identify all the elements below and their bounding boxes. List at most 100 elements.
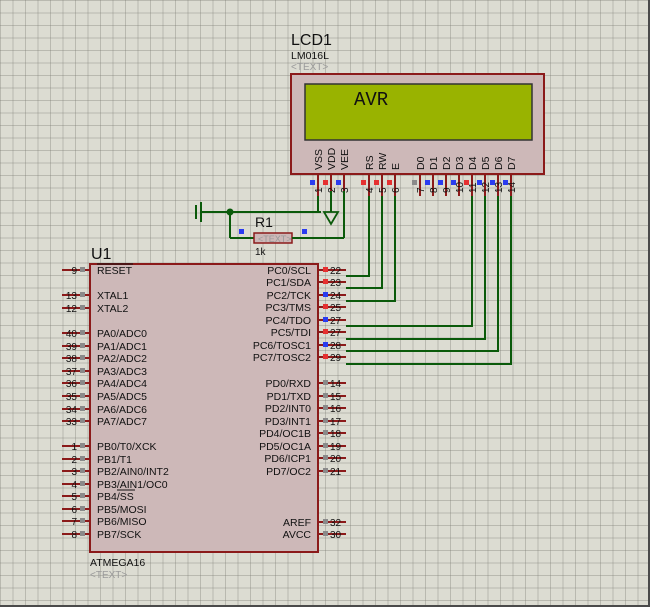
mcu-right-pin-marker <box>323 443 328 448</box>
mcu-left-pin-name: PB5/MOSI <box>97 504 147 516</box>
mcu-left-pin-marker <box>80 267 85 272</box>
mcu-left-pin-marker <box>80 493 85 498</box>
mcu-left-pin-marker <box>80 418 85 423</box>
lcd-pin-marker <box>374 180 379 185</box>
mcu-left-pin-name: XTAL1 <box>97 290 128 302</box>
mcu-left-pin-marker <box>80 506 85 511</box>
mcu-right-pin-marker <box>323 455 328 460</box>
resistor-r1[interactable]: R1 <TEXT> 1k <box>230 191 345 258</box>
mcu-right-pin-marker <box>323 405 328 410</box>
mcu-left-pin-number: 6 <box>71 505 77 516</box>
power-net <box>195 191 340 238</box>
mcu-left-pin-name: PA2/ADC2 <box>97 353 147 365</box>
mcu-left-pin-marker <box>80 531 85 536</box>
lcd-pin-number: 4 <box>365 187 376 193</box>
mcu-right-pin-name: AREF <box>283 517 311 529</box>
mcu-left-pin-marker <box>80 468 85 473</box>
resistor-pin2-marker <box>302 229 307 234</box>
mcu-left-pin-name: PB1/T1 <box>97 454 132 466</box>
mcu-body <box>89 263 319 553</box>
mcu-right-pin-number: 18 <box>330 429 342 440</box>
mcu-right-pin-marker <box>323 531 328 536</box>
lcd-pin-marker <box>387 180 392 185</box>
mcu-right-pin-name: PD7/OC2 <box>266 466 311 478</box>
mcu-right-pin-name: PD6/ICP1 <box>264 453 311 465</box>
mcu-right-pin-marker <box>323 354 328 359</box>
wire-pc2-e <box>346 196 396 302</box>
mcu-right-pin-number: 16 <box>330 404 342 415</box>
lcd-component[interactable]: LCD1 LM016L <TEXT> AVR VSS1VDD2VEE3RS4RW… <box>290 32 545 196</box>
mcu-left-pin-name: PA4/ADC4 <box>97 378 147 390</box>
signal-wires <box>317 196 512 365</box>
lcd-pin-number: 5 <box>378 187 389 193</box>
wire-pc6-d6 <box>346 196 499 352</box>
mcu-left-pin-marker <box>80 406 85 411</box>
mcu-left-pin-number: 40 <box>66 329 78 340</box>
lcd-pin-name: RS <box>364 155 376 170</box>
lcd-pin-name: RW <box>377 153 389 170</box>
mcu-right-pin-name: PD1/TXD <box>267 391 312 403</box>
lcd-pin-marker <box>425 180 430 185</box>
lcd-pin-number: 6 <box>391 187 402 193</box>
mcu-right-pin-name: PC2/TCK <box>267 290 311 302</box>
mcu-right-pin-number: 24 <box>330 291 342 302</box>
mcu-part-name: ATMEGA16 <box>90 557 145 569</box>
mcu-left-pin-name: PB0/T0/XCK <box>97 441 157 453</box>
mcu-left-pin-number: 2 <box>71 455 77 466</box>
mcu-right-pin-number: 30 <box>330 530 342 541</box>
lcd-pin-name: D1 <box>428 156 440 170</box>
resistor-text-placeholder: <TEXT> <box>258 234 292 244</box>
lcd-pin-marker <box>336 180 341 185</box>
wire-pc7-d7 <box>346 196 512 365</box>
mcu-right-pin-number: 17 <box>330 417 342 428</box>
mcu-right-pin-marker <box>323 430 328 435</box>
mcu-right-pin-name: PD2/INT0 <box>265 403 311 415</box>
lcd-pin-number: 1 <box>314 187 325 193</box>
lcd-pin-number: 2 <box>327 187 338 193</box>
lcd-model: LM016L <box>291 50 329 62</box>
mcu-left-pin-name: PA1/ADC1 <box>97 341 147 353</box>
mcu-right-pin-marker <box>323 519 328 524</box>
resistor-pin1-marker <box>239 229 244 234</box>
mcu-right-pin-name: PD0/RXD <box>265 378 311 390</box>
mcu-left-pin-number: 35 <box>66 392 78 403</box>
mcu-left-pin-marker <box>80 518 85 523</box>
mcu-left-pin-name: PA7/ADC7 <box>97 416 147 428</box>
mcu-left-pin-name: PB3/AIN1/OC0 <box>97 479 168 491</box>
mcu-right-pin-marker <box>323 292 328 297</box>
mcu-left-pin-marker <box>80 368 85 373</box>
mcu-right-pin-name: PC1/SDA <box>266 277 311 289</box>
mcu-left-pin-name: PA6/ADC6 <box>97 404 147 416</box>
lcd-pins: VSS1VDD2VEE3RS4RW5E6D07D18D29D310D411D51… <box>310 147 518 196</box>
mcu-right-pin-number: 23 <box>330 278 342 289</box>
lcd-pin-name: D5 <box>480 156 492 170</box>
mcu-reference: U1 <box>91 246 112 263</box>
mcu-right-pin-marker <box>323 393 328 398</box>
lcd-pin-marker <box>323 180 328 185</box>
mcu-left-pin-name: PB4/SS <box>97 491 134 503</box>
mcu-left-pin-name: PB2/AIN0/INT2 <box>97 466 169 478</box>
mcu-right-pin-name: PC0/SCL <box>267 265 311 277</box>
mcu-left-pin-number: 1 <box>71 442 77 453</box>
mcu-right-pin-number: 27 <box>330 316 342 327</box>
wire-pc0-rs <box>346 196 370 277</box>
mcu-left-pin-name: PA5/ADC5 <box>97 391 147 403</box>
mcu-right-pin-name: PD5/OC1A <box>259 441 311 453</box>
mcu-right-pin-name: AVCC <box>283 529 312 541</box>
mcu-right-pin-marker <box>323 317 328 322</box>
lcd-screen <box>304 83 533 141</box>
mcu-left-pin-marker <box>80 292 85 297</box>
mcu-right-pin-name: PC7/TOSC2 <box>253 352 311 364</box>
mcu-right-pin-marker <box>323 329 328 334</box>
mcu-left-pin-number: 7 <box>71 517 77 528</box>
mcu-right-pin-marker <box>323 342 328 347</box>
lcd-pin-marker <box>490 180 495 185</box>
mcu-right-pin-number: 28 <box>330 341 342 352</box>
mcu-left-pin-number: 9 <box>71 266 77 277</box>
mcu-left-pin-number: 34 <box>66 405 78 416</box>
lcd-reference: LCD1 <box>291 32 332 49</box>
mcu-left-pin-number: 13 <box>66 291 78 302</box>
lcd-pin-number: 10 <box>455 181 466 193</box>
